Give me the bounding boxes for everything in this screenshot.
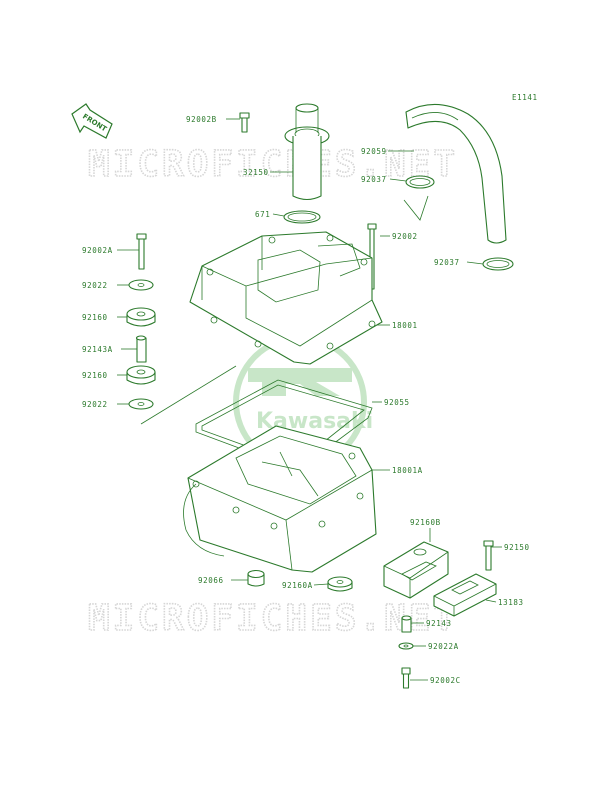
label-92037-mid: 92037: [434, 258, 460, 267]
label-92150: 92150: [504, 543, 530, 552]
label-92160B: 92160B: [410, 518, 441, 527]
label-92022A: 92022A: [428, 642, 459, 651]
washer-92022A: [398, 642, 414, 650]
damper-92160A: [327, 576, 353, 592]
label-92022-top: 92022: [82, 281, 108, 290]
hose-92059: [405, 103, 507, 244]
damper-92160-mid: [126, 365, 156, 385]
front-arrow-icon: FRONT: [71, 103, 113, 139]
bolt-92002A: [136, 233, 147, 270]
bracket-13183: [433, 573, 497, 617]
label-92002A: 92002A: [82, 246, 113, 255]
label-92143: 92143: [426, 619, 452, 628]
label-92002C: 92002C: [430, 676, 461, 685]
collar-92143A: [135, 335, 147, 363]
housing-18001A: [183, 425, 377, 573]
bolt-92150: [483, 540, 494, 571]
gasket-92055: [195, 379, 373, 471]
washer-92022-top: [128, 279, 154, 291]
watermark-bottom: MICROFICHES.NET: [88, 598, 458, 639]
label-92160A: 92160A: [282, 581, 313, 590]
clamp-92037-top: [405, 175, 435, 189]
bolt-92002B: [239, 112, 250, 133]
label-18001: 18001: [392, 321, 418, 330]
label-92055: 92055: [384, 398, 410, 407]
washer-92022-mid: [128, 398, 154, 410]
watermark-top: MICROFICHES.NET: [88, 144, 458, 185]
label-32150: 32150: [243, 168, 269, 177]
bolt-92002C: [401, 667, 411, 689]
plug-92066: [247, 569, 265, 587]
label-92022-mid: 92022: [82, 400, 108, 409]
label-671: 671: [255, 210, 270, 219]
label-92037-top: 92037: [361, 175, 387, 184]
diagram-code: E1141: [512, 93, 538, 102]
label-92002B: 92002B: [186, 115, 217, 124]
housing-18001: [189, 231, 383, 365]
damper-92160-top: [126, 307, 156, 327]
label-18001A: 18001A: [392, 466, 423, 475]
label-92160-mid: 92160: [82, 371, 108, 380]
clamp-92037-mid: [482, 257, 514, 271]
label-92066: 92066: [198, 576, 224, 585]
damper-92160B: [383, 541, 449, 599]
collar-92143: [401, 615, 412, 633]
label-13183: 13183: [498, 598, 524, 607]
tube-32150: [284, 103, 330, 201]
label-92059: 92059: [361, 147, 387, 156]
label-92160-top: 92160: [82, 313, 108, 322]
label-92002: 92002: [392, 232, 418, 241]
label-92143A: 92143A: [82, 345, 113, 354]
